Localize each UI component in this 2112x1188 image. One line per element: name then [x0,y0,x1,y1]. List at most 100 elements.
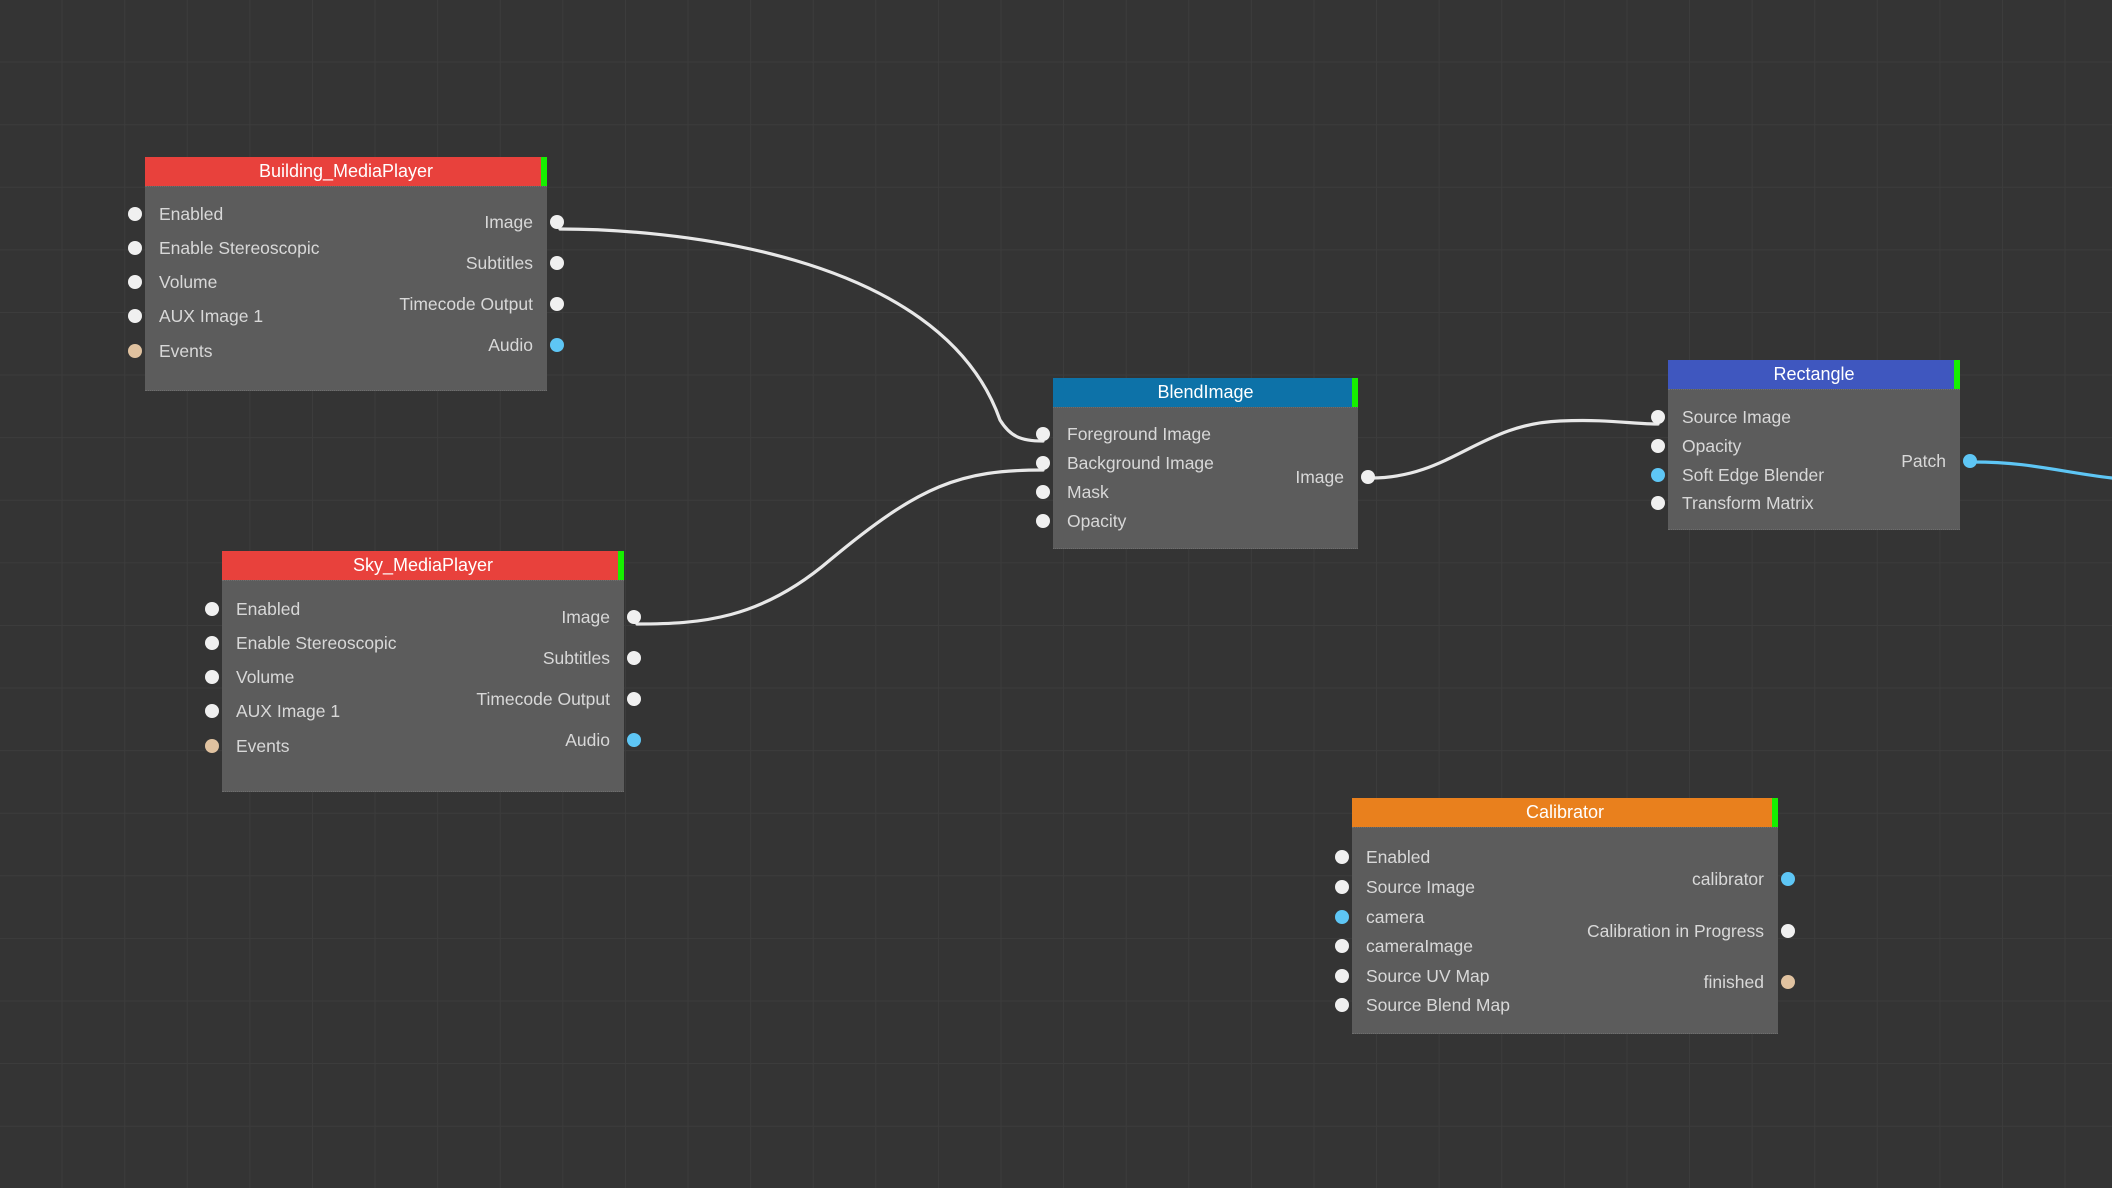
output-port-building-mediaplayer-3[interactable] [550,338,564,352]
node-sky-mediaplayer[interactable]: Sky_MediaPlayer [222,551,624,792]
node-title: BlendImage [1157,382,1254,402]
input-label-rectangle-1: Opacity [1682,436,1742,456]
input-label-blendimage-1: Background Image [1067,453,1214,473]
output-label-building-mediaplayer-0: Image [484,212,533,232]
input-port-building-mediaplayer-3[interactable] [128,309,142,323]
input-label-blendimage-2: Mask [1067,482,1109,502]
node-header-blendimage[interactable]: BlendImage [1053,378,1358,407]
input-port-building-mediaplayer-1[interactable] [128,241,142,255]
node-bottom-divider [1668,529,1960,531]
input-label-building-mediaplayer-4: Events [159,341,213,361]
input-port-blendimage-1[interactable] [1036,456,1050,470]
node-building-mediaplayer[interactable]: Building_MediaPlayer [145,157,547,391]
input-label-calibrator-1: Source Image [1366,877,1475,897]
input-port-sky-mediaplayer-3[interactable] [205,704,219,718]
output-port-sky-mediaplayer-1[interactable] [627,651,641,665]
input-label-rectangle-2: Soft Edge Blender [1682,465,1825,485]
input-label-blendimage-0: Foreground Image [1067,424,1211,444]
header-divider [1668,389,1960,391]
input-label-building-mediaplayer-1: Enable Stereoscopic [159,238,320,258]
input-port-sky-mediaplayer-4[interactable] [205,739,219,753]
input-port-building-mediaplayer-4[interactable] [128,344,142,358]
node-header-rectangle[interactable]: Rectangle [1668,360,1960,389]
input-port-calibrator-1[interactable] [1335,880,1349,894]
output-label-sky-mediaplayer-3: Audio [565,730,610,750]
input-label-calibrator-5: Source Blend Map [1366,995,1510,1015]
input-port-sky-mediaplayer-0[interactable] [205,602,219,616]
input-label-rectangle-3: Transform Matrix [1682,493,1814,513]
output-port-building-mediaplayer-2[interactable] [550,297,564,311]
output-label-building-mediaplayer-2: Timecode Output [399,294,533,314]
output-port-blendimage-0[interactable] [1361,470,1375,484]
input-port-blendimage-2[interactable] [1036,485,1050,499]
input-label-sky-mediaplayer-2: Volume [236,667,295,687]
input-port-blendimage-0[interactable] [1036,427,1050,441]
input-label-sky-mediaplayer-4: Events [236,736,290,756]
input-label-calibrator-2: camera [1366,907,1425,927]
output-label-sky-mediaplayer-2: Timecode Output [476,689,610,709]
node-status-accent [618,551,624,580]
output-port-building-mediaplayer-0[interactable] [550,215,564,229]
header-divider [1053,407,1358,409]
connection-wire[interactable] [558,227,1045,443]
input-port-calibrator-4[interactable] [1335,969,1349,983]
output-label-sky-mediaplayer-0: Image [561,607,610,627]
output-port-rectangle-0[interactable] [1963,454,1977,468]
output-port-sky-mediaplayer-0[interactable] [627,610,641,624]
node-bottom-divider [222,791,624,793]
node-title: Calibrator [1525,802,1605,822]
input-port-calibrator-2[interactable] [1335,910,1349,924]
input-port-rectangle-2[interactable] [1651,468,1665,482]
input-label-building-mediaplayer-3: AUX Image 1 [159,306,264,326]
output-port-sky-mediaplayer-3[interactable] [627,733,641,747]
node-status-accent [1954,360,1960,389]
output-label-building-mediaplayer-1: Subtitles [465,253,533,273]
node-title: Sky_MediaPlayer [352,555,494,575]
input-label-calibrator-4: Source UV Map [1366,966,1490,986]
node-status-accent [1352,378,1358,407]
input-port-rectangle-0[interactable] [1651,410,1665,424]
node-status-accent [541,157,547,186]
input-port-rectangle-3[interactable] [1651,496,1665,510]
header-divider [222,580,624,582]
input-port-sky-mediaplayer-1[interactable] [205,636,219,650]
node-rectangle[interactable]: Rectangle [1668,360,1960,530]
output-port-calibrator-1[interactable] [1781,924,1795,938]
connection-wire[interactable] [1369,418,1660,480]
node-header-building-mediaplayer[interactable]: Building_MediaPlayer [145,157,547,186]
header-divider [1352,827,1778,829]
input-port-calibrator-3[interactable] [1335,939,1349,953]
input-label-sky-mediaplayer-3: AUX Image 1 [236,701,341,721]
output-port-calibrator-2[interactable] [1781,975,1795,989]
input-label-sky-mediaplayer-0: Enabled [236,599,301,619]
header-divider [145,186,547,188]
input-port-calibrator-5[interactable] [1335,998,1349,1012]
node-header-calibrator[interactable]: Calibrator [1352,798,1778,827]
input-port-calibrator-0[interactable] [1335,850,1349,864]
input-port-blendimage-3[interactable] [1036,514,1050,528]
output-port-calibrator-0[interactable] [1781,872,1795,886]
connection-wire[interactable] [635,468,1045,626]
node-header-sky-mediaplayer[interactable]: Sky_MediaPlayer [222,551,624,580]
input-label-blendimage-3: Opacity [1067,511,1127,531]
node-calibrator[interactable]: Calibrator [1352,798,1778,1034]
input-label-rectangle-0: Source Image [1682,407,1791,427]
connection-wire[interactable] [1971,460,2112,480]
node-title: Building_MediaPlayer [258,161,434,181]
input-port-rectangle-1[interactable] [1651,439,1665,453]
output-port-sky-mediaplayer-2[interactable] [627,692,641,706]
input-label-building-mediaplayer-0: Enabled [159,204,224,224]
output-port-building-mediaplayer-1[interactable] [550,256,564,270]
node-blendimage[interactable]: BlendImage [1053,378,1358,549]
output-label-building-mediaplayer-3: Audio [488,335,533,355]
input-port-building-mediaplayer-2[interactable] [128,275,142,289]
output-label-calibrator-1: Calibration in Progress [1586,921,1764,941]
input-port-building-mediaplayer-0[interactable] [128,207,142,221]
output-label-calibrator-0: calibrator [1692,869,1764,889]
node-status-accent [1772,798,1778,827]
output-label-sky-mediaplayer-1: Subtitles [542,648,610,668]
node-bottom-divider [1352,1033,1778,1035]
input-label-calibrator-0: Enabled [1366,847,1431,867]
input-port-sky-mediaplayer-2[interactable] [205,670,219,684]
